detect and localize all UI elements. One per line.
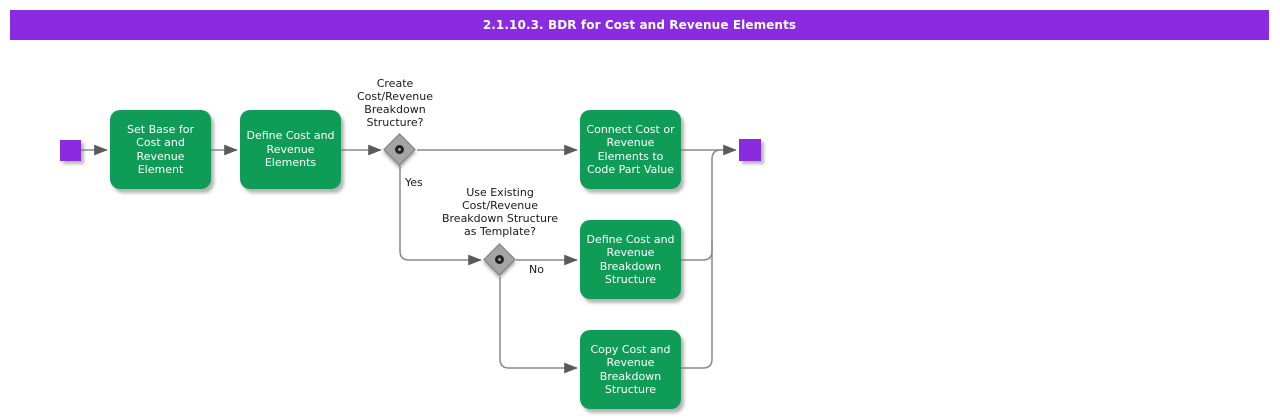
diagram-title-bar: 2.1.10.3. BDR for Cost and Revenue Eleme… xyxy=(10,10,1269,40)
activity-define-elements[interactable]: Define Cost and Revenue Elements xyxy=(240,110,341,189)
activity-label: Connect Cost or Revenue Elements to Code… xyxy=(586,122,675,177)
edge-define-breakdown-to-merge xyxy=(681,240,713,261)
decision-question-use-existing: Use Existing Cost/Revenue Breakdown Stru… xyxy=(441,186,559,238)
activity-label: Define Cost and Revenue Breakdown Struct… xyxy=(586,232,675,287)
edge-copy-breakdown-to-merge xyxy=(681,149,722,369)
activity-label: Define Cost and Revenue Elements xyxy=(246,129,335,170)
edge-decision1-yes-to-decision2 xyxy=(399,166,482,266)
activity-label: Copy Cost and Revenue Breakdown Structur… xyxy=(590,342,671,397)
activity-label: Set Base for Cost and Revenue Element xyxy=(127,122,194,177)
activity-connect-elements[interactable]: Connect Cost or Revenue Elements to Code… xyxy=(580,110,681,189)
activity-copy-breakdown[interactable]: Copy Cost and Revenue Breakdown Structur… xyxy=(580,330,681,409)
decision-circle-icon xyxy=(393,143,406,156)
end-node xyxy=(739,139,761,161)
edge-label-no: No xyxy=(529,263,544,276)
activity-define-breakdown[interactable]: Define Cost and Revenue Breakdown Struct… xyxy=(580,220,681,299)
edge-decision2-to-copy-breakdown xyxy=(499,277,578,374)
activity-set-base[interactable]: Set Base for Cost and Revenue Element xyxy=(110,110,211,189)
start-node xyxy=(60,140,81,161)
diagram-title: 2.1.10.3. BDR for Cost and Revenue Eleme… xyxy=(482,18,797,32)
decision-circle-icon xyxy=(493,253,506,266)
edge-label-yes: Yes xyxy=(405,176,423,189)
decision-question-create-breakdown: Create Cost/Revenue Breakdown Structure? xyxy=(356,77,434,129)
